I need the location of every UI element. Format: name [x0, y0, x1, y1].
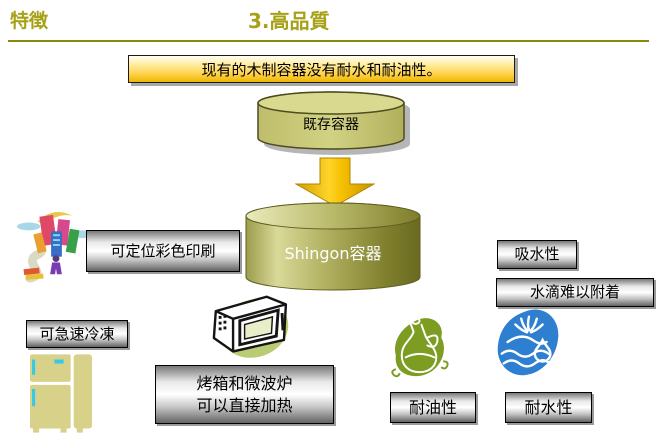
oven-heat-label: 烤箱和微波炉 可以直接加热 — [155, 365, 334, 424]
droplet-resist-label: 水滴难以附着 — [496, 278, 654, 307]
water-absorption-label-text: 吸水性 — [514, 245, 560, 264]
down-arrow-icon — [295, 157, 375, 207]
header-rule — [8, 40, 649, 42]
problem-banner-text: 现有的木制容器没有耐水和耐油性。 — [201, 60, 442, 79]
oil-cruet-icon — [384, 312, 455, 383]
existing-container-label: 既存容器 — [303, 117, 359, 133]
color-print-label: 可定位彩色印刷 — [86, 230, 240, 272]
droplet-resist-label-text: 水滴难以附着 — [529, 283, 620, 302]
slide-title: 3.高品質 — [248, 9, 330, 33]
shingon-container-cylinder: Shingon容器 — [243, 201, 423, 293]
color-print-label-text: 可定位彩色印刷 — [110, 241, 216, 260]
oven-heat-label-line2: 可以直接加热 — [196, 395, 293, 415]
page-label: 特徴 — [10, 10, 49, 32]
water-splash-icon — [494, 307, 564, 379]
microwave-icon — [200, 290, 294, 362]
shingon-container-label: Shingon容器 — [284, 244, 382, 263]
water-absorption-label: 吸水性 — [497, 240, 577, 269]
existing-container-cylinder: 既存容器 — [254, 91, 416, 155]
water-resistance-label: 耐水性 — [505, 392, 592, 423]
oil-resistance-label-text: 耐油性 — [408, 397, 457, 417]
oven-heat-label-line1: 烤箱和微波炉 — [196, 373, 293, 393]
cylinder-shape — [245, 202, 421, 291]
refrigerator-icon — [28, 352, 94, 434]
color-print-clipart-icon — [16, 203, 96, 285]
cylinder-shape — [257, 91, 410, 155]
oil-resistance-label: 耐油性 — [390, 392, 476, 423]
water-resistance-label-text: 耐水性 — [524, 397, 573, 417]
quick-freeze-label-text: 可急速冷凍 — [39, 324, 115, 343]
problem-banner: 现有的木制容器没有耐水和耐油性。 — [128, 55, 515, 83]
quick-freeze-label: 可急速冷凍 — [26, 320, 128, 348]
